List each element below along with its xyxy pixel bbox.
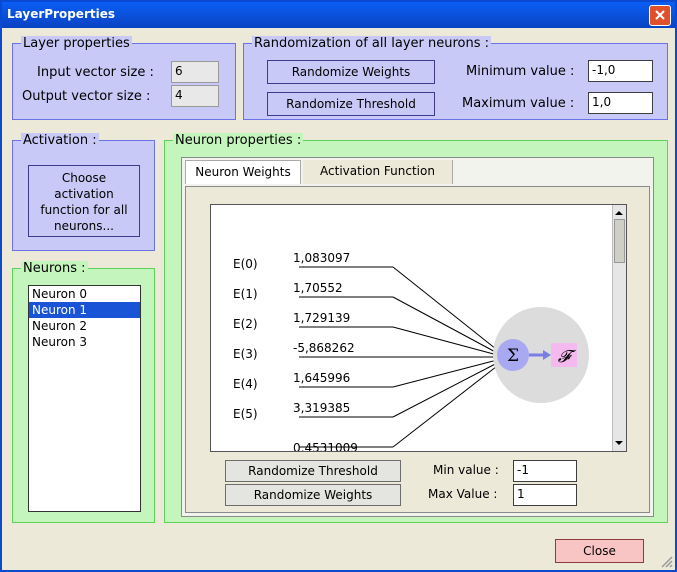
layer-properties-group: Layer properties Input vector size : 6 O… [12, 36, 236, 120]
title-bar[interactable]: LayerProperties [2, 2, 675, 28]
connection-line [392, 362, 502, 448]
neurons-legend: Neurons : [21, 261, 88, 276]
neuron-diagram-canvas[interactable]: Σ 𝓕 E(0) 1,083097 E(1) 1,70552 E(2) 1,72… [210, 204, 627, 452]
sum-node [497, 339, 529, 371]
scroll-thumb[interactable] [614, 219, 625, 263]
weight-value: 1,729139 [293, 311, 351, 325]
scroll-down-icon[interactable] [613, 438, 625, 448]
randomize-all-weights-button[interactable]: Randomize Weights [267, 60, 435, 84]
weight-value: 1,70552 [293, 281, 343, 295]
weight-value: 3,319385 [293, 401, 351, 415]
minimum-value-label: Minimum value : [466, 64, 575, 79]
list-item[interactable]: Neuron 0 [32, 287, 88, 301]
randomize-all-threshold-button[interactable]: Randomize Threshold [267, 92, 435, 116]
input-label: E(5) [233, 407, 258, 421]
weight-value: 1,083097 [293, 251, 351, 265]
activation-button-line: function for all [40, 203, 128, 217]
neuron-properties-group: Neuron properties : Neuron Weights Activ… [164, 133, 668, 523]
connection-line [392, 360, 502, 418]
input-label: E(0) [233, 257, 258, 271]
minimum-value-field[interactable]: -1,0 [588, 60, 653, 82]
connection-line [392, 296, 502, 356]
randomize-weights-button[interactable]: Randomize Weights [225, 484, 401, 506]
input-label: E(1) [233, 287, 258, 301]
scroll-up-icon[interactable] [613, 208, 625, 218]
list-item[interactable]: Neuron 3 [32, 335, 88, 349]
activation-group: Activation : Choose activation function … [12, 133, 155, 251]
connection-line [392, 326, 502, 357]
list-item[interactable]: Neuron 2 [32, 319, 88, 333]
resize-grip-icon[interactable] [659, 554, 673, 568]
activation-button-line: Choose [61, 171, 107, 185]
weight-value: 0,4531009 [293, 441, 358, 451]
weight-value: -5,868262 [293, 341, 355, 355]
function-node [551, 343, 577, 367]
arrow-head [543, 350, 551, 360]
randomization-legend: Randomization of all layer neurons : [252, 36, 492, 51]
min-value-label: Min value : [433, 463, 499, 477]
tab-activation-function[interactable]: Activation Function [303, 160, 453, 184]
neuron-diagram: Σ 𝓕 [299, 266, 589, 448]
maximum-value-label: Maximum value : [462, 96, 575, 111]
input-label: E(4) [233, 377, 258, 391]
tab-control: Neuron Weights Activation Function [181, 157, 654, 517]
neurons-group: Neurons : Neuron 0 Neuron 1 Neuron 2 Neu… [12, 261, 155, 523]
window-title: LayerProperties [7, 7, 115, 21]
randomization-group: Randomization of all layer neurons : Ran… [243, 36, 668, 120]
neurons-listbox[interactable]: Neuron 0 Neuron 1 Neuron 2 Neuron 3 [28, 285, 141, 512]
x-icon [655, 10, 665, 20]
sum-symbol: Σ [507, 346, 519, 366]
input-vector-size-label: Input vector size : [37, 65, 154, 80]
choose-activation-function-button[interactable]: Choose activation function for all neuro… [28, 165, 140, 237]
input-label: E(3) [233, 347, 258, 361]
activation-button-line: activation [54, 187, 114, 201]
close-window-icon[interactable] [649, 5, 671, 26]
max-value-label: Max Value : [428, 487, 498, 501]
input-vector-size-field[interactable]: 6 [171, 61, 219, 83]
randomize-threshold-button[interactable]: Randomize Threshold [225, 460, 401, 482]
tab-neuron-weights[interactable]: Neuron Weights [185, 160, 301, 184]
output-vector-size-field[interactable]: 4 [171, 85, 219, 107]
connection-line [392, 358, 502, 388]
tab-page-neuron-weights: Σ 𝓕 E(0) 1,083097 E(1) 1,70552 E(2) 1,72… [185, 186, 650, 513]
diagram-vertical-scrollbar[interactable] [612, 205, 626, 451]
maximum-value-field[interactable]: 1,0 [588, 92, 653, 114]
neuron-properties-legend: Neuron properties : [173, 133, 304, 148]
layer-properties-legend: Layer properties [21, 36, 132, 51]
weight-value: 1,645996 [293, 371, 351, 385]
input-label: E(2) [233, 317, 258, 331]
list-item[interactable]: Neuron 1 [29, 302, 140, 318]
connection-line [392, 266, 502, 354]
max-value-field[interactable]: 1 [513, 484, 577, 506]
activation-button-line: neurons... [54, 219, 114, 233]
output-vector-size-label: Output vector size : [22, 89, 151, 104]
activation-legend: Activation : [21, 133, 99, 148]
close-button[interactable]: Close [555, 539, 644, 563]
min-value-field[interactable]: -1 [513, 460, 577, 482]
